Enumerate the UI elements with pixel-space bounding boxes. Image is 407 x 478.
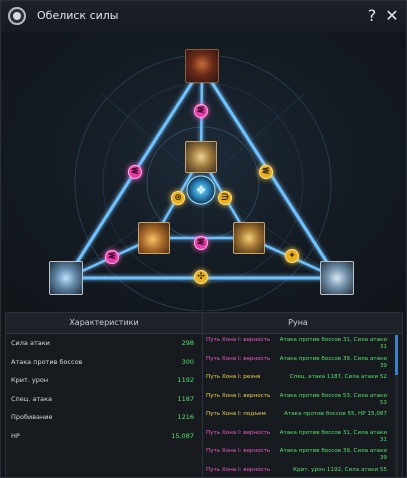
rune-effect: Атака против боссов 39, Сила атаки 39 [279, 448, 387, 461]
rune-node-bottom-edge-glyph: ✣ [197, 272, 205, 282]
rune-effect: Атака против боссов 55, HP 15,087 [284, 411, 387, 417]
rune-node-inner-right-glyph: ∋ [220, 193, 230, 203]
rune-node-inner-right[interactable]: ∋ [218, 191, 232, 205]
center-core [186, 175, 216, 205]
obelisk-emblem-icon [8, 7, 26, 25]
rune-row[interactable]: Путь Хона I: верность Атака против боссов… [203, 426, 389, 445]
rune-row[interactable]: Путь Хона I: верность Атака против боссов… [203, 352, 389, 371]
rune-slot-center[interactable] [185, 141, 217, 173]
rune-name: Путь Хона I: верность [206, 355, 271, 362]
stat-value: 1192 [177, 376, 194, 384]
stat-value: 298 [181, 339, 194, 347]
stat-value: 15,087 [171, 431, 194, 440]
rune-node-left-edge-lower[interactable]: ᓬ [105, 250, 119, 264]
rune-slot-bottom-right[interactable] [320, 261, 354, 295]
rune-slot-bottom-left[interactable] [49, 261, 83, 295]
rune-row[interactable]: Путь Хона I: верность Атака против боссов… [203, 444, 389, 463]
rune-name: Путь Хона I: верность [206, 392, 271, 399]
close-button[interactable]: ✕ [385, 6, 399, 25]
rune-node-inner-left-glyph: ⊛ [174, 193, 182, 203]
rune-node-left-edge-lower-glyph: ᓬ [108, 252, 116, 262]
rune-node-inner-top[interactable]: ᓬ [194, 236, 208, 250]
rune-node-left-edge-upper[interactable]: ᓬ [194, 104, 208, 118]
runes-scrollbar[interactable] [395, 335, 398, 477]
rune-name: Путь Хона I: верность [206, 337, 271, 343]
title-bar: Обелиск силы ? ✕ [1, 1, 406, 34]
stat-row: Крит. урон 1192 [6, 370, 202, 389]
stat-name: Пробивание [11, 413, 53, 421]
rune-name: Путь Хона I: резня [206, 374, 261, 380]
rune-slot-middle-right[interactable] [233, 222, 265, 254]
rune-effect: Атака против боссов 31, Сила атаки 31 [279, 429, 387, 443]
table-header: Характеристики Руна [6, 313, 402, 334]
stat-name: Крит. урон [11, 376, 49, 384]
rune-effect: Атака против боссов 39, Сила атаки 39 [279, 355, 387, 369]
rune-row[interactable]: Путь Хона I: подъем Атака против боссов 5… [203, 407, 389, 426]
rune-name: Путь Хона I: верность [206, 448, 271, 454]
runes-scrollbar-thumb[interactable] [395, 335, 398, 375]
rune-name: Путь Хона I: верность [206, 466, 271, 473]
rune-node-inner-left[interactable]: ⊛ [171, 191, 185, 205]
rune-name: Путь Хона I: подъем [206, 411, 266, 417]
rune-node-right-edge-lower[interactable]: ✦ [285, 249, 299, 263]
stat-row: Спец. атака 1187 [6, 389, 202, 408]
rune-row[interactable]: Путь Хона I: верность Атака против боссов… [203, 389, 389, 408]
runes-column-header: Руна [288, 318, 308, 327]
rune-node-right-edge-upper[interactable]: ᓬ [259, 165, 273, 179]
stat-name: HP [11, 431, 20, 440]
rune-slot-top[interactable] [185, 49, 219, 83]
rune-node-left-edge-mid-glyph: ᓬ [131, 167, 139, 177]
rune-effect: Крит. урон 1192, Сила атаки 55 [293, 466, 387, 473]
column-divider [202, 313, 203, 477]
stat-value: 1187 [177, 394, 194, 403]
stat-row: Пробивание 1216 [6, 407, 202, 426]
rune-name: Путь Хона I: верность [206, 429, 271, 436]
stat-row: Атака против боссов 300 [6, 352, 202, 371]
rune-node-inner-top-glyph: ᓬ [197, 238, 205, 248]
rune-triangle-graph: ❖ ᓬ ᓬ ᓬ ᓬ ⊛ ∋ ✣ ᓬ ✦ ᓬ [1, 33, 406, 311]
stat-value: 300 [181, 357, 194, 366]
rune-effect: Атака против боссов 53, Сила атаки 53 [279, 392, 387, 406]
rune-effect: Атака против боссов 31, Сила атаки 31 [279, 337, 387, 350]
rune-row[interactable]: Путь Хона I: верность Крит. урон 1192, Си… [203, 463, 389, 478]
rune-node-bottom-edge[interactable]: ✣ [194, 270, 208, 284]
rune-slot-middle-left[interactable] [138, 222, 170, 254]
stat-value: 1216 [177, 413, 194, 421]
rune-node-right-edge-lower-glyph: ✦ [288, 251, 296, 261]
rune-node-left-edge-mid[interactable]: ᓬ [128, 165, 142, 179]
stat-row: HP 15,087 [6, 426, 202, 445]
stat-name: Спец. атака [11, 394, 53, 403]
rune-node-left-edge-upper-glyph: ᓬ [197, 106, 205, 116]
help-button[interactable]: ? [367, 6, 377, 25]
rune-node-right-edge-upper-glyph: ᓬ [262, 167, 270, 177]
stats-column-header: Характеристики [69, 318, 139, 327]
stat-name: Атака против боссов [11, 357, 83, 366]
stat-row: Сила атаки 298 [6, 333, 202, 352]
window-title: Обелиск силы [37, 9, 119, 22]
center-core-symbol: ❖ [196, 183, 207, 197]
rune-effect: Спец. атака 1187, Сила атаки 52 [289, 374, 387, 380]
rune-row[interactable]: Путь Хона I: верность Атака против боссов… [203, 333, 389, 352]
rune-row[interactable]: Путь Хона I: резня Спец. атака 1187, Сила… [203, 370, 389, 389]
stat-name: Сила атаки [11, 339, 50, 347]
